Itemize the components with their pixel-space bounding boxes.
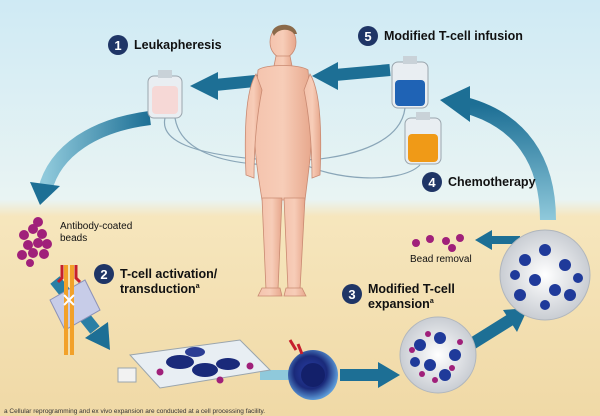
- arrow-leukapheresis-to-beads: [38, 111, 151, 193]
- leukapheresis-bag: [147, 70, 183, 119]
- step-5: 5 Modified T-cell infusion: [358, 26, 523, 46]
- step-3-number: 3: [348, 287, 355, 302]
- culture-flask: [117, 339, 272, 389]
- arrow-bag-to-person: [334, 64, 391, 81]
- step-3-label-line1: Modified T-cell: [368, 282, 455, 296]
- step-4-label: Chemotherapy: [448, 175, 536, 189]
- patient-figure: [244, 25, 322, 297]
- activation-device: [49, 265, 101, 355]
- arrow-head-beads: [30, 182, 60, 205]
- beads-label-line1: Antibody-coated: [60, 221, 132, 232]
- hair: [272, 24, 297, 36]
- step-2-number: 2: [100, 267, 107, 282]
- step-1: 1 Leukapheresis: [108, 35, 222, 55]
- step-2: 2 T-cell activation/ transductiona: [94, 264, 218, 296]
- removed-beads: [412, 234, 464, 252]
- step-5-badge: [358, 26, 378, 46]
- step-4: 4 Chemotherapy: [422, 172, 536, 192]
- step-3-badge: [342, 284, 362, 304]
- infusion-bag: [391, 56, 429, 109]
- flow-arrows: [30, 62, 556, 388]
- step-4-number: 4: [428, 175, 436, 190]
- step-2-badge: [94, 264, 114, 284]
- arrow-expansion-to-infusion: [462, 97, 556, 221]
- step-3-label-line2: expansiona: [368, 297, 434, 311]
- transduced-t-cell: [288, 339, 338, 400]
- step-5-number: 5: [364, 29, 371, 44]
- step-1-badge: [108, 35, 128, 55]
- antibody-beads-cluster: [17, 217, 52, 267]
- step-3: 3 Modified T-cell expansiona: [342, 282, 455, 311]
- step-2-label-line1: T-cell activation/: [120, 267, 218, 281]
- chemotherapy-bag: [404, 112, 442, 165]
- bead-removed-dish: [499, 229, 591, 321]
- step-1-label: Leukapheresis: [134, 38, 222, 52]
- footnote: a Cellular reprogramming and ex vivo exp…: [4, 408, 265, 415]
- step-4-badge: [422, 172, 442, 192]
- bead-removal-label: Bead removal: [410, 254, 472, 265]
- beads-label-line2: beads: [60, 233, 87, 244]
- expansion-dish: [399, 316, 477, 394]
- step-2-label-line2: transductiona: [120, 282, 200, 296]
- step-5-label: Modified T-cell infusion: [384, 29, 523, 43]
- step-1-number: 1: [114, 38, 121, 53]
